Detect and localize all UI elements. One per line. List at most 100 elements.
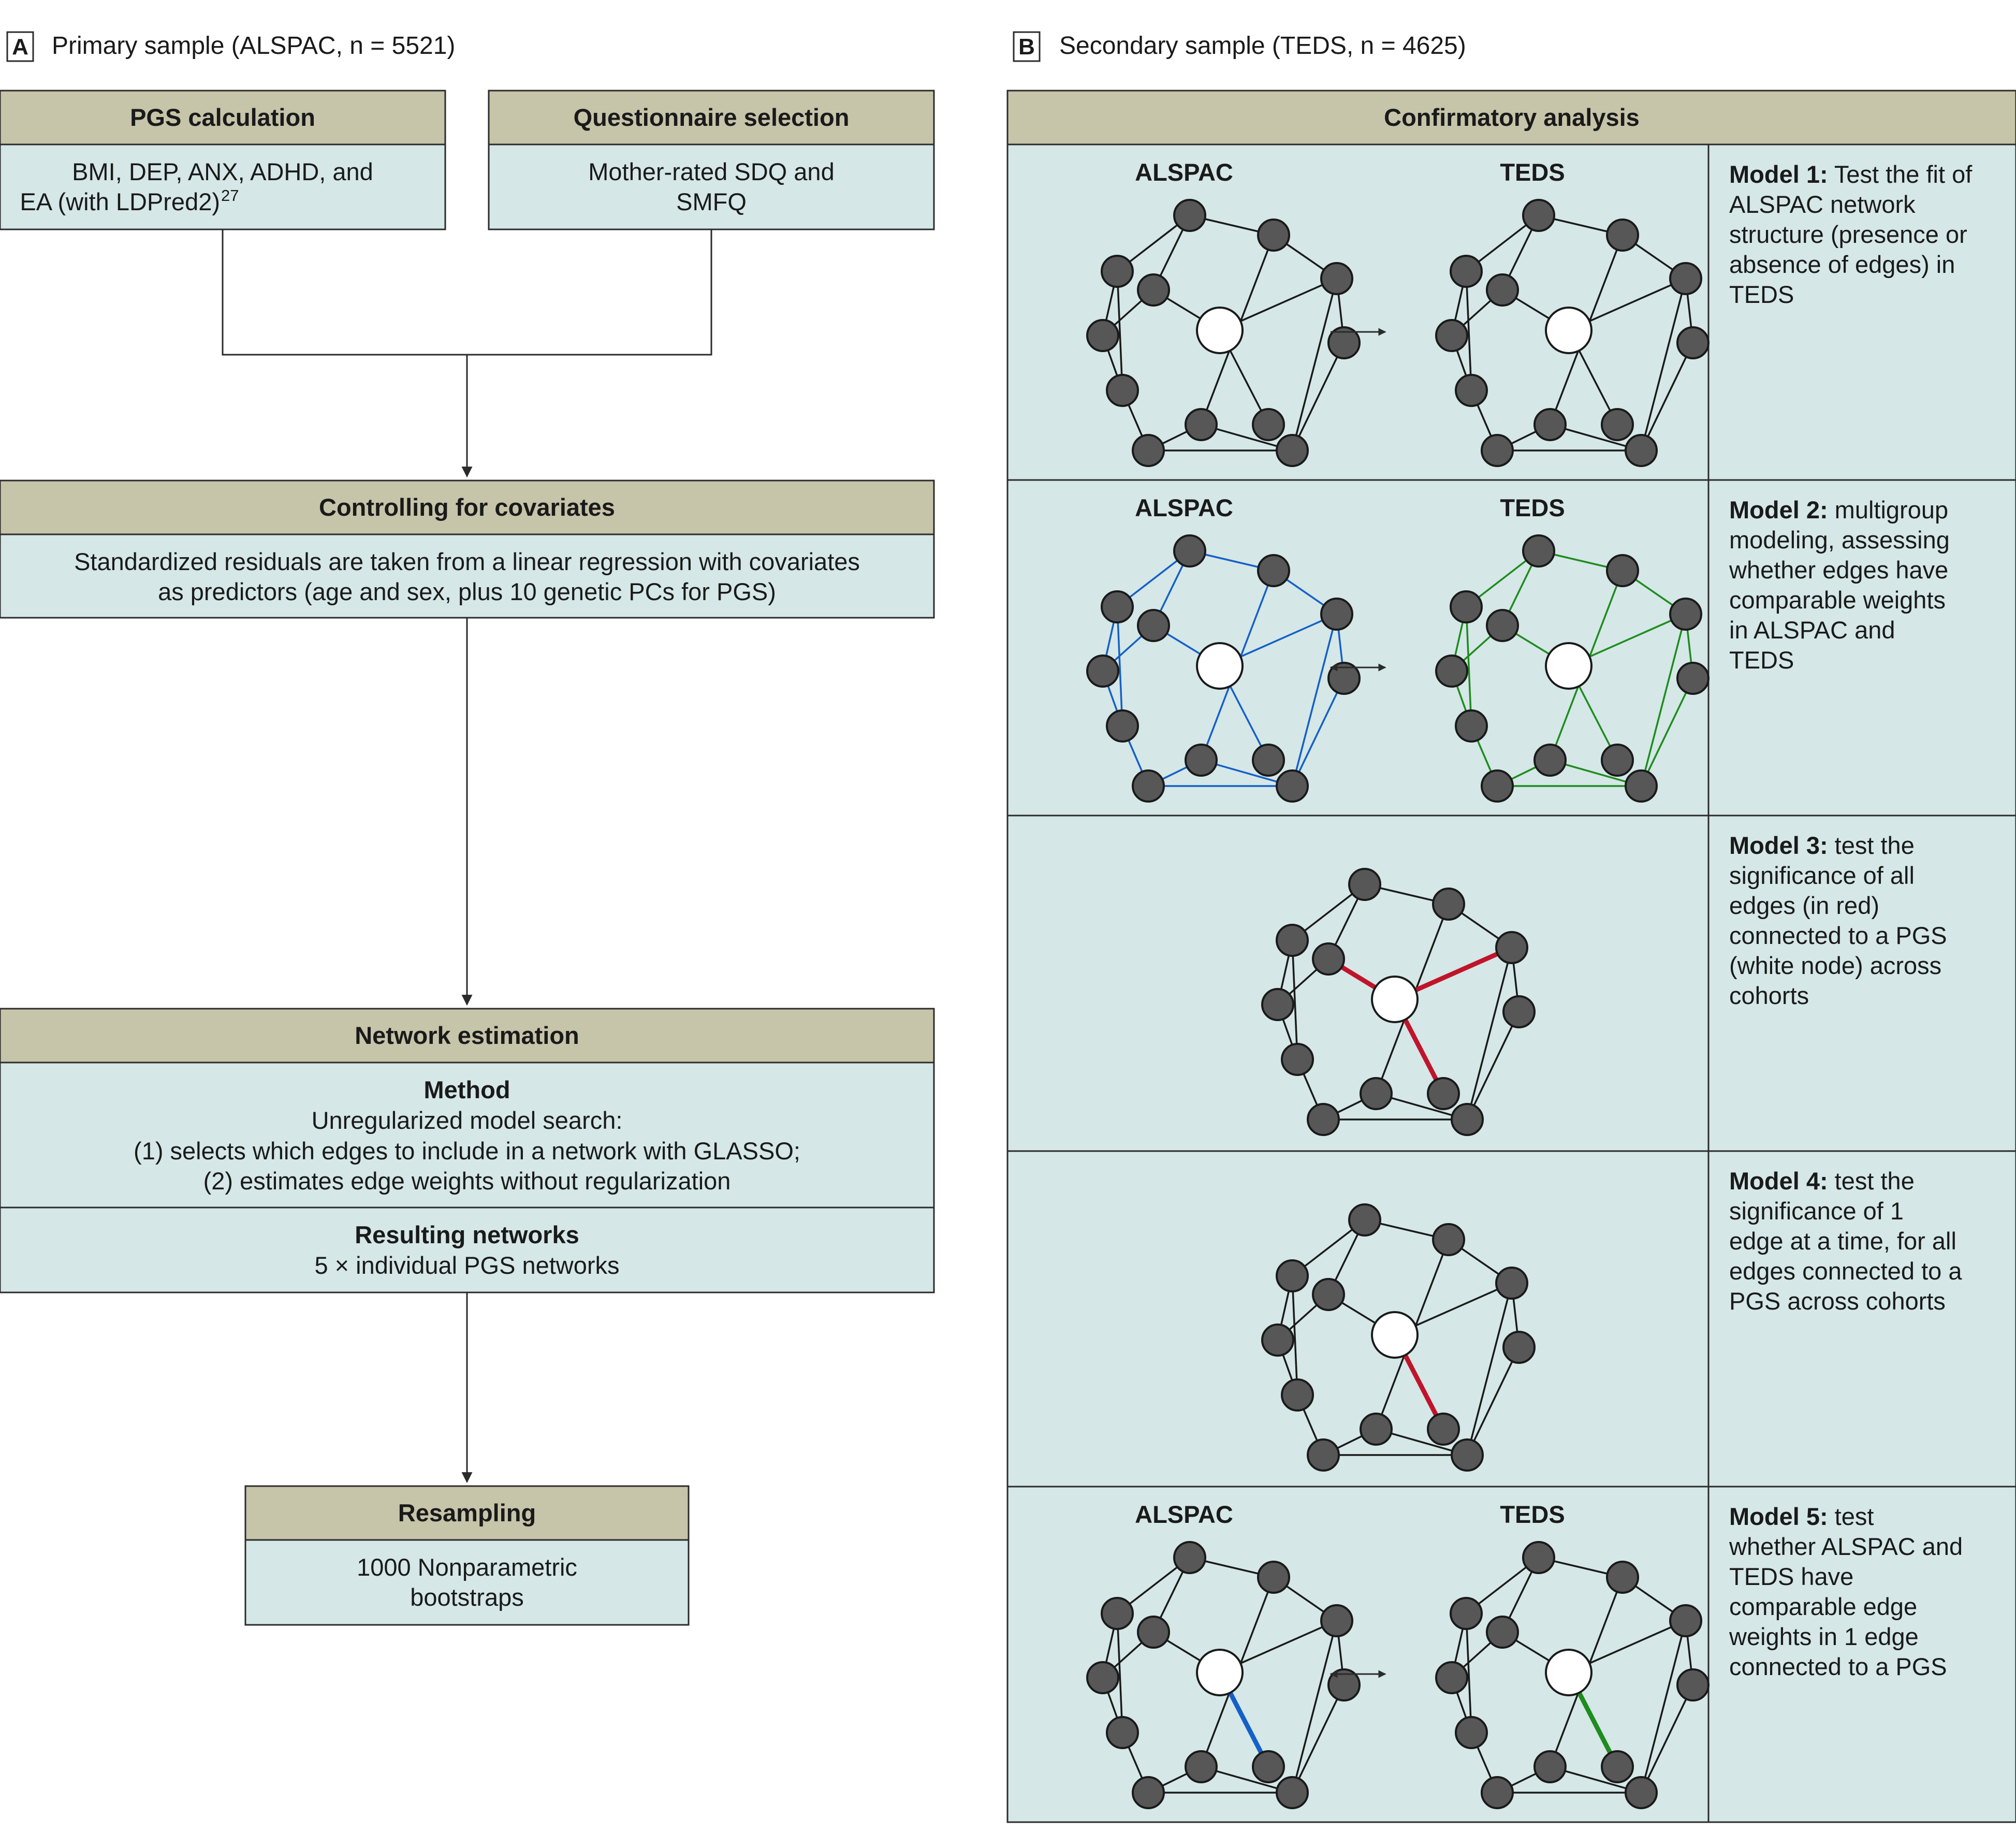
pooled-node — [1360, 1413, 1393, 1446]
alspac-edge — [1291, 1620, 1338, 1793]
model-3-graph-cell — [1006, 815, 1710, 1152]
pooled-node — [1276, 924, 1309, 957]
pooled-edge — [1291, 940, 1298, 1060]
questionnaire-selection-box: Questionnaire selection Mother-rated SDQ… — [488, 90, 935, 230]
panel-b: B Secondary sample (TEDS, n = 4625) Conf… — [1006, 31, 2016, 1823]
model-5-line: weights in 1 edge — [1729, 1623, 1919, 1650]
model-2-line: whether edges have — [1729, 556, 1948, 584]
resulting-networks-line: 5 × individual PGS networks — [314, 1252, 619, 1279]
alspac-node — [1132, 769, 1165, 803]
model-1-line: structure (presence or — [1729, 221, 1967, 248]
pooled-node — [1502, 995, 1536, 1028]
model-5-name: Model 5: — [1729, 1503, 1828, 1530]
model-4-text-cell — [1707, 1150, 2016, 1488]
resulting-networks-title: Resulting networks — [355, 1221, 579, 1248]
alspac-node — [1106, 1716, 1139, 1749]
pooled-node — [1432, 888, 1465, 921]
method-line3: (2) estimates edge weights without regul… — [203, 1167, 731, 1195]
panel-a: A Primary sample (ALSPAC, n = 5521) PGS … — [0, 31, 935, 1626]
teds-node — [1486, 1616, 1519, 1649]
alspac-edge — [1116, 606, 1123, 726]
pooled-node — [1451, 1103, 1484, 1136]
alspac-node — [1101, 255, 1134, 288]
questionnaire-selection-header: Questionnaire selection — [574, 104, 850, 131]
alspac-node — [1106, 374, 1139, 407]
alspac-node — [1132, 434, 1165, 467]
teds-node — [1669, 262, 1702, 295]
resampling-box: Resampling 1000 Nonparametric bootstraps — [244, 1485, 690, 1626]
pooled-node — [1348, 1203, 1381, 1237]
pooled-node — [1307, 1103, 1340, 1136]
alspac-node — [1137, 609, 1170, 642]
teds-node — [1669, 1604, 1702, 1637]
teds-node — [1533, 408, 1567, 441]
model-1-graph-cell — [1006, 143, 1710, 481]
alspac-edge — [1291, 678, 1345, 787]
model-2-line: multigroup — [1828, 496, 1949, 523]
covariates-line2: as predictors (age and sex, plus 10 gene… — [158, 578, 776, 605]
teds-node — [1522, 199, 1555, 232]
alspac-node — [1132, 1776, 1165, 1809]
confirmatory-analysis-header: Confirmatory analysis — [1384, 104, 1640, 131]
model-5-teds-network — [1435, 1541, 1710, 1809]
teds-node — [1606, 554, 1639, 587]
pgs-calculation-line1: BMI, DEP, ANX, ADHD, and — [72, 158, 373, 185]
pooled-edge — [1466, 1011, 1520, 1120]
teds-pgs-node — [1545, 642, 1593, 690]
model-2-alspac-network — [1086, 534, 1361, 803]
method-title: Method — [423, 1076, 510, 1103]
model-1-teds-network — [1435, 199, 1710, 467]
model-5-graph-cell — [1006, 1486, 1710, 1823]
model-2-line: in ALSPAC and — [1729, 616, 1895, 644]
teds-node — [1481, 434, 1514, 467]
teds-node — [1435, 319, 1468, 352]
model-2-name: Model 2: — [1729, 496, 1828, 523]
pooled-node — [1261, 1324, 1294, 1357]
covariates-header: Controlling for covariates — [319, 493, 615, 521]
model-5-text-cell — [1707, 1486, 2016, 1823]
label-alspac: ALSPAC — [1135, 494, 1233, 521]
teds-edge — [1640, 1684, 1694, 1793]
teds-node — [1533, 744, 1567, 777]
teds-pgs-node — [1545, 1649, 1593, 1696]
model-1-line: absence of edges) in — [1729, 251, 1955, 278]
teds-edge — [1640, 678, 1694, 787]
teds-node — [1450, 1597, 1483, 1630]
teds-node — [1669, 598, 1702, 631]
model-4-line: edges connected to a — [1729, 1257, 1962, 1285]
alspac-node — [1106, 709, 1139, 743]
model-5-line: whether ALSPAC and — [1729, 1533, 1963, 1560]
alspac-edge — [1291, 278, 1338, 451]
teds-node — [1435, 1661, 1468, 1694]
alspac-node — [1173, 534, 1206, 568]
covariates-box: Controlling for covariates Standardized … — [0, 479, 935, 619]
pgs-calculation-line2: EA (with LDPred2) — [20, 188, 220, 215]
model-5-line: comparable edge — [1729, 1593, 1917, 1620]
method-line1: Unregularized model search: — [312, 1107, 623, 1134]
pooled-node — [1432, 1223, 1465, 1256]
teds-edge — [1465, 1613, 1472, 1733]
panel-a-title: Primary sample (ALSPAC, n = 5521) — [52, 32, 455, 60]
alspac-node — [1257, 219, 1290, 252]
alspac-node — [1320, 262, 1353, 295]
teds-node — [1455, 709, 1488, 743]
teds-node — [1676, 1668, 1710, 1701]
model-4-line: significance of 1 — [1729, 1197, 1904, 1225]
questionnaire-line1: Mother-rated SDQ and — [588, 158, 834, 185]
teds-node — [1522, 534, 1555, 568]
alspac-node — [1173, 1541, 1206, 1574]
teds-node — [1533, 1750, 1567, 1783]
pooled-edge — [1291, 1275, 1298, 1395]
pooled-node — [1427, 1413, 1460, 1446]
alspac-node — [1320, 598, 1353, 631]
model-3-line: significance of all — [1729, 862, 1915, 889]
